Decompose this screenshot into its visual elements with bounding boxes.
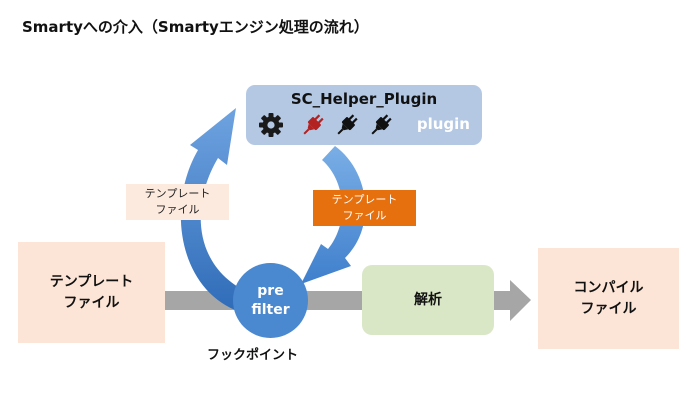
- arrow-label-out-line1: テンプレート: [331, 193, 398, 206]
- arrow-label-out-line2: ファイル: [342, 209, 387, 222]
- template-file-line2: ファイル: [63, 294, 120, 311]
- parse-box: 解析: [362, 265, 494, 335]
- template-file-line1: テンプレート: [49, 273, 134, 290]
- hook-point-label: フックポイント: [207, 348, 299, 363]
- plugin-tag: plugin: [416, 115, 470, 133]
- prefilter-line1: pre: [257, 282, 284, 299]
- arrow-label-in-line1: テンプレート: [144, 187, 211, 200]
- plug-icon-black: [337, 114, 358, 135]
- compiled-file-line1: コンパイル: [573, 279, 644, 296]
- parse-label: 解析: [414, 291, 442, 308]
- curved-arrow-to-plugin: [180, 108, 254, 312]
- diagram-title: Smartyへの介入（Smartyエンジン処理の流れ）: [22, 18, 369, 36]
- compiled-file-line2: ファイル: [580, 300, 637, 317]
- curved-arrow-to-prefilter: [301, 146, 366, 284]
- plugin-name: SC_Helper_Plugin: [290, 90, 438, 108]
- main-flow-arrow-head: [510, 280, 531, 321]
- plug-icon-black: [371, 114, 392, 135]
- template-file-box: テンプレート ファイル: [18, 242, 165, 343]
- plugin-box: SC_Helper_Plugin: [246, 85, 482, 145]
- prefilter-circle: pre filter: [233, 263, 308, 338]
- compiled-file-box: コンパイル ファイル: [538, 248, 679, 349]
- arrow-label-template-in: テンプレート ファイル: [126, 184, 229, 220]
- arrow-label-in-line2: ファイル: [155, 203, 200, 216]
- arrow-label-template-out: テンプレート ファイル: [313, 190, 416, 226]
- plug-icon-red: [303, 114, 324, 135]
- prefilter-line2: filter: [251, 301, 290, 318]
- gear-icon: [259, 113, 283, 137]
